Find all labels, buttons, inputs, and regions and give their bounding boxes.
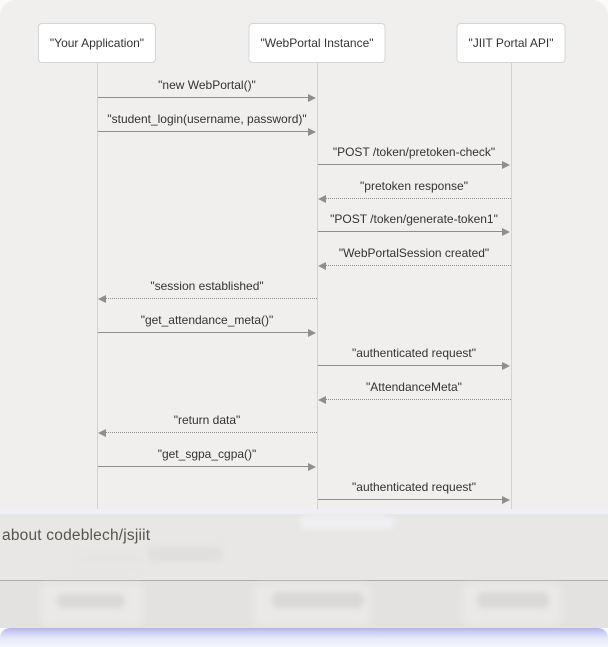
ghost-blob [300,516,395,529]
message-line [317,164,504,165]
message-label: "get_attendance_meta()" [140,313,274,327]
arrowhead-icon [318,395,326,404]
arrowhead-icon [502,160,510,169]
ghost-blob [477,592,549,608]
message-label: "AttendanceMeta" [366,380,462,394]
chat-input-text[interactable]: about codeblech/jsjiit [2,527,151,544]
sequence-diagram-canvas: "Your Application" "WebPortal Instance" … [0,0,608,509]
actor-label: "JIIT Portal API" [468,36,554,50]
message-label: "new WebPortal()" [158,78,256,92]
message-label: "WebPortalSession created" [338,246,490,260]
message-label: "authenticated request" [352,480,476,494]
message-line [324,198,511,199]
ghost-blob [148,547,223,562]
arrowhead-icon [308,127,316,136]
message-line [317,365,504,366]
message-line [97,466,310,467]
message-line [104,298,317,299]
message-line [317,231,504,232]
message-label: "get_sgpa_cgpa()" [157,447,257,461]
arrowhead-icon [502,227,510,236]
overlay-top-strip [0,509,608,514]
message-line [324,399,511,400]
message-line [97,97,310,98]
message-label: "pretoken response" [360,179,468,193]
arrowhead-icon [308,93,316,102]
message-label: "student_login(username, password)" [107,112,307,126]
message-label: "POST /token/generate-token1" [330,212,498,226]
lifeline [510,63,512,509]
actor-label: "WebPortal Instance" [260,36,374,50]
arrowhead-icon [502,361,510,370]
ghost-blob [76,554,142,565]
message-line [104,432,317,433]
lifeline [316,63,318,509]
overlay-divider [0,580,608,581]
ghost-blob [57,594,125,608]
message-line [324,265,511,266]
arrowhead-icon [308,462,316,471]
message-label: "POST /token/pretoken-check" [332,145,496,159]
chat-input-bar[interactable] [0,514,608,580]
overlay-lower-band [0,581,608,628]
actor-box-webportal-instance: "WebPortal Instance" [248,23,386,63]
ghost-blob [272,592,364,608]
input-focus-glow [0,628,608,647]
actor-label: "Your Application" [49,36,145,50]
message-label: "return data" [173,413,241,427]
arrowhead-icon [98,428,106,437]
lifeline [96,63,98,509]
message-label: "authenticated request" [352,346,476,360]
message-line [317,499,504,500]
message-line [97,131,310,132]
arrowhead-icon [502,495,510,504]
actor-box-your-application: "Your Application" [37,23,157,63]
arrowhead-icon [308,328,316,337]
arrowhead-icon [318,194,326,203]
arrowhead-icon [98,294,106,303]
message-label: "session established" [150,279,264,293]
message-line [97,332,310,333]
arrowhead-icon [318,261,326,270]
actor-box-jiit-portal-api: "JIIT Portal API" [456,23,566,63]
